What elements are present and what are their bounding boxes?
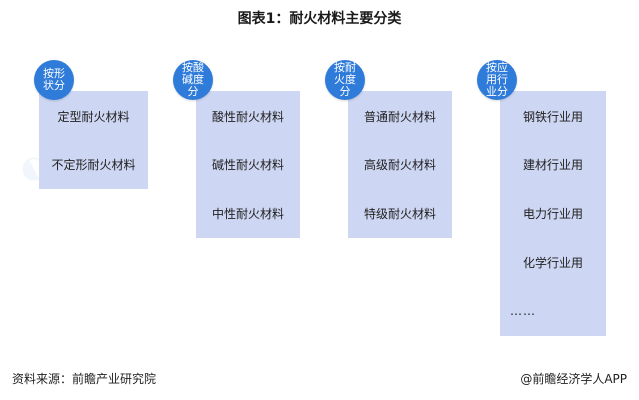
category-circle-refractoriness: 按耐火度分 xyxy=(325,60,365,100)
list-item: 中性耐火材料 xyxy=(211,207,284,221)
category-circle-industry: 按应用行业分 xyxy=(477,60,517,100)
list-item: 酸性耐火材料 xyxy=(211,110,284,124)
category-label: 按酸碱度分 xyxy=(182,61,204,98)
group-panel-shape: 定型耐火材料 不定形耐火材料 xyxy=(39,91,148,189)
list-item: 特级耐火材料 xyxy=(363,207,436,221)
group-panel-industry: 钢铁行业用 建材行业用 电力行业用 化学行业用 …… xyxy=(500,91,606,336)
category-label: 按耐火度分 xyxy=(334,61,356,98)
list-item: 高级耐火材料 xyxy=(363,158,436,172)
category-circle-acidity: 按酸碱度分 xyxy=(173,60,213,100)
list-item: 碱性耐火材料 xyxy=(211,158,284,172)
group-panel-refractoriness: 普通耐火材料 高级耐火材料 特级耐火材料 xyxy=(348,91,452,238)
source-note: 资料来源：前瞻产业研究院 xyxy=(12,372,157,386)
list-item: 定型耐火材料 xyxy=(57,110,130,124)
list-item: 钢铁行业用 xyxy=(522,110,583,124)
list-item: 建材行业用 xyxy=(522,158,583,172)
chart-title: 图表1：耐火材料主要分类 xyxy=(237,11,402,27)
category-circle-shape: 按形状分 xyxy=(34,60,74,100)
brand-credit: @前瞻经济学人APP xyxy=(520,372,627,386)
list-item: 普通耐火材料 xyxy=(363,110,436,124)
list-item: 不定形耐火材料 xyxy=(51,158,136,172)
list-item-ellipsis: …… xyxy=(510,304,536,318)
list-item: 化学行业用 xyxy=(522,256,583,270)
category-label: 按形状分 xyxy=(43,67,65,92)
category-label: 按应用行业分 xyxy=(486,61,508,98)
group-panel-acidity: 酸性耐火材料 碱性耐火材料 中性耐火材料 xyxy=(196,91,300,238)
list-item: 电力行业用 xyxy=(522,207,583,221)
